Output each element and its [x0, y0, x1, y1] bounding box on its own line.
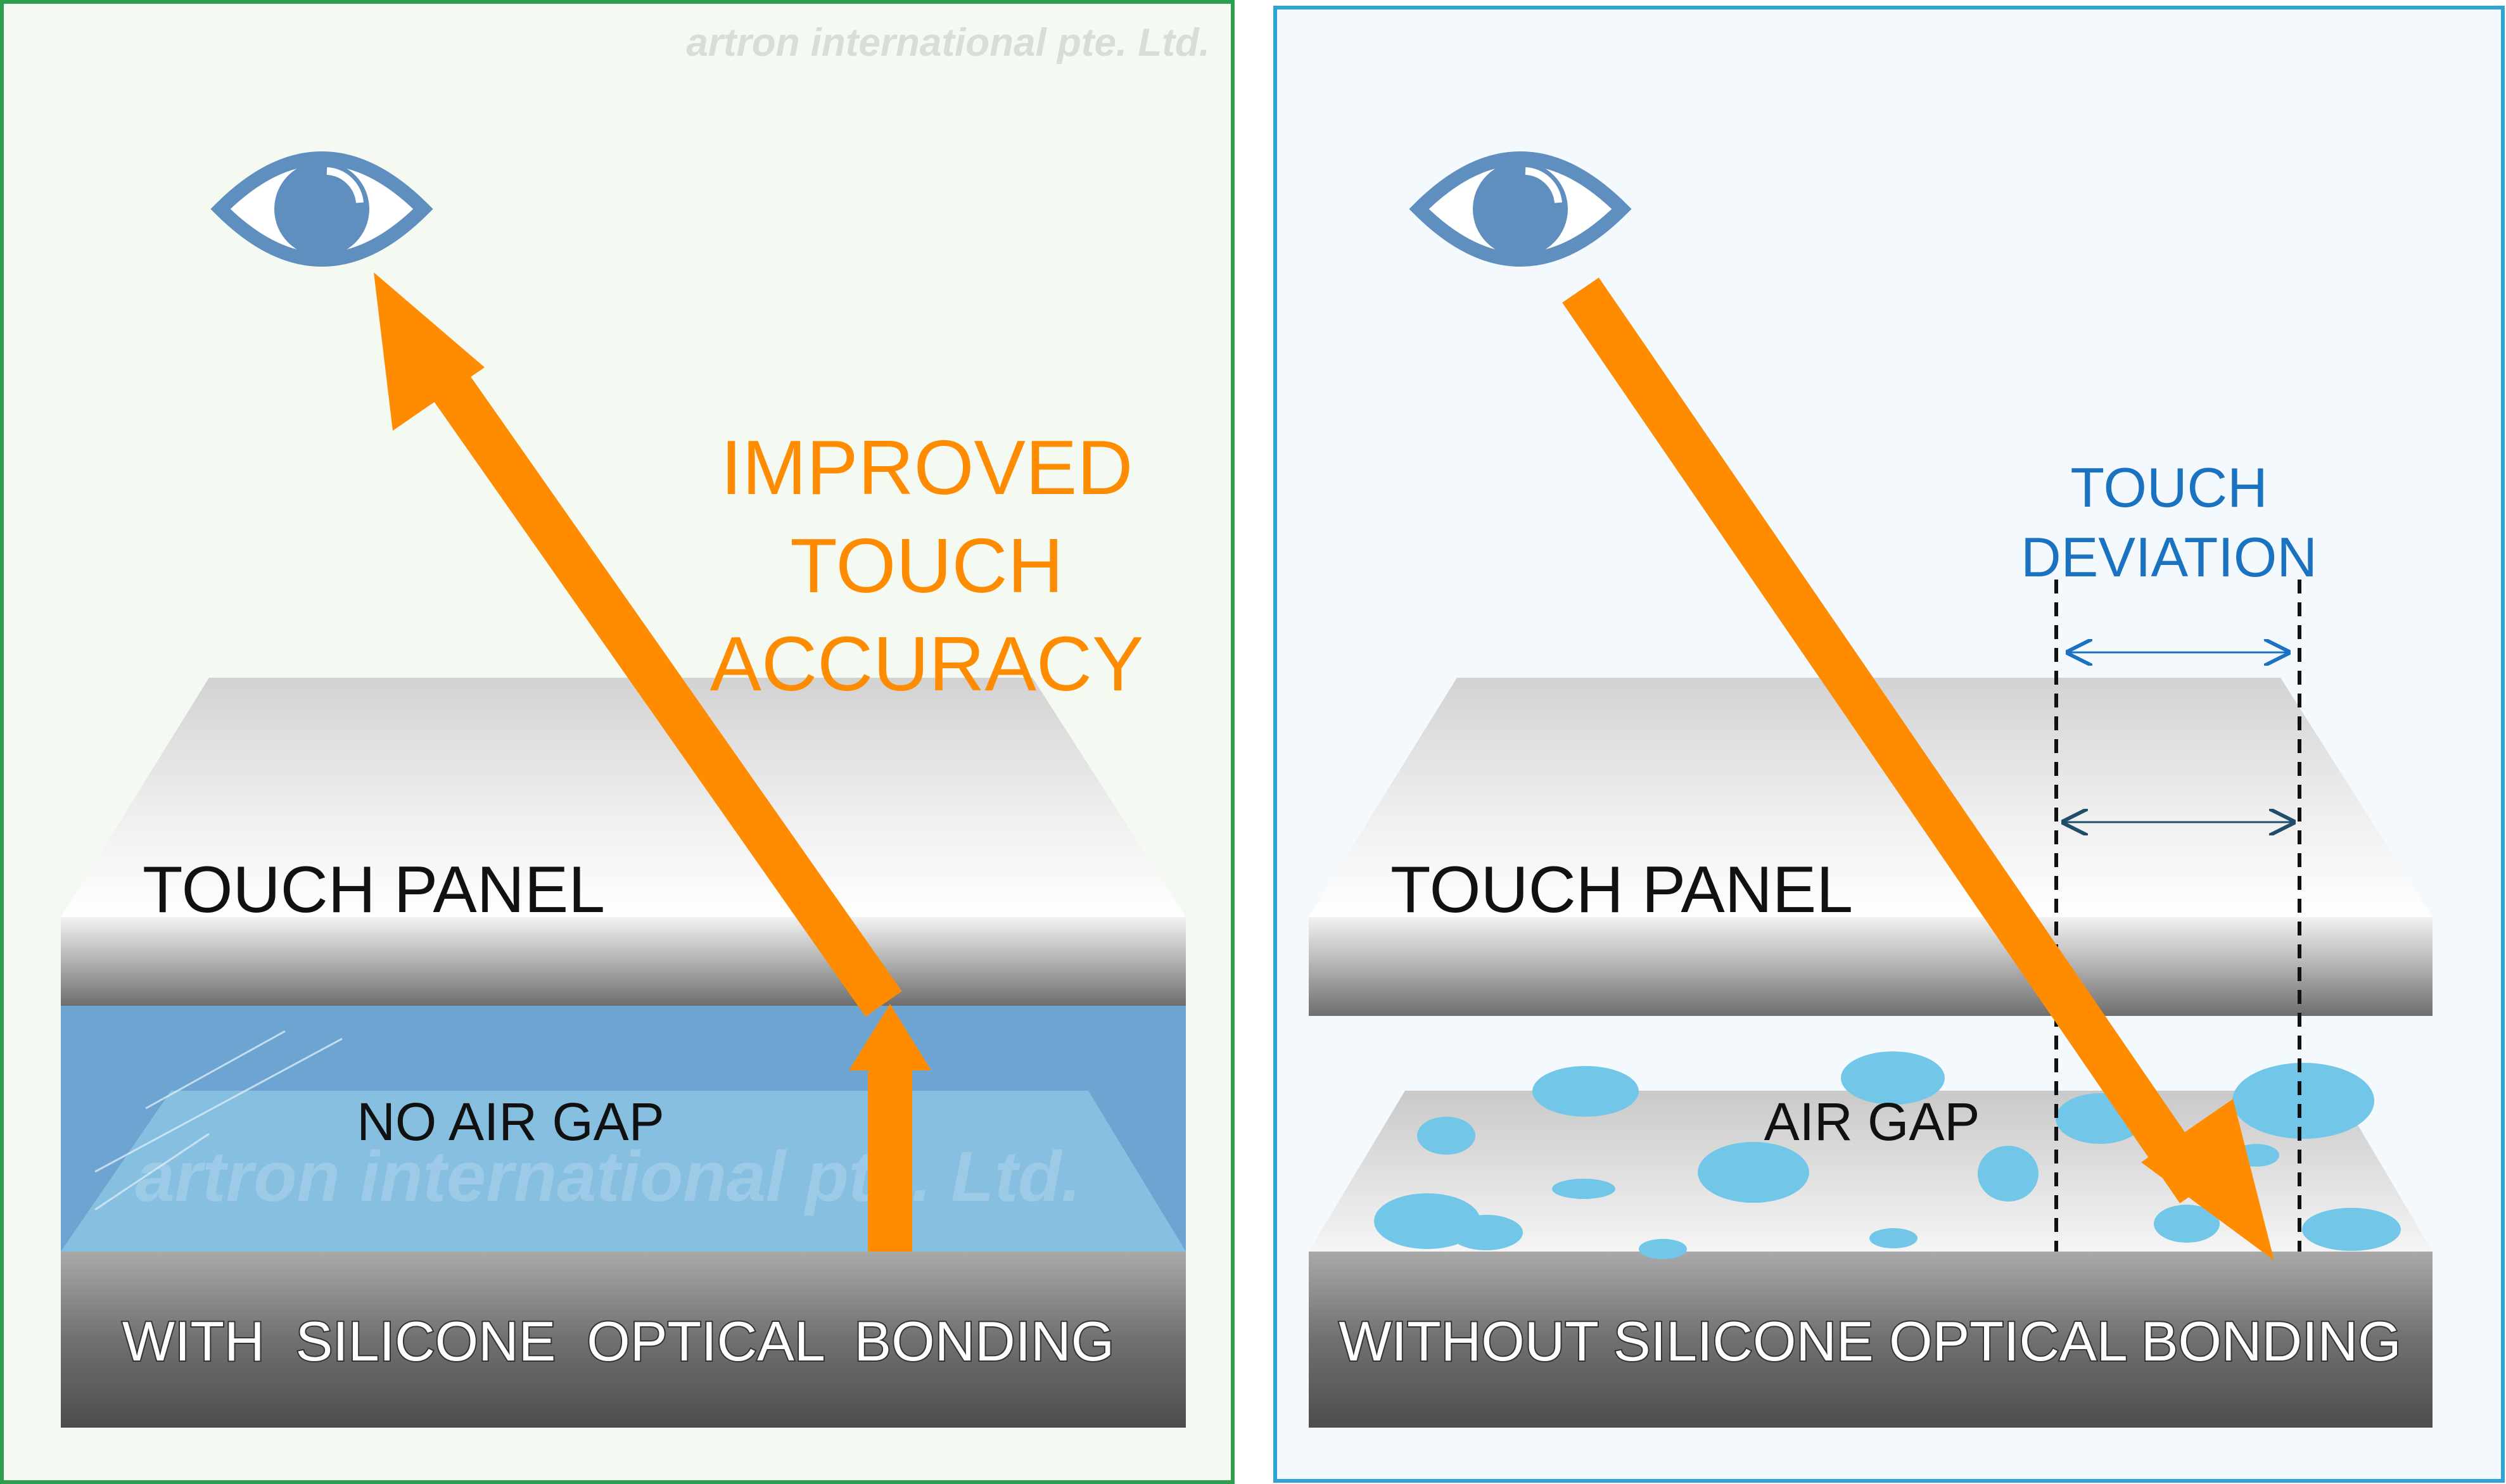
left-touch-panel-label: TOUCH PANEL [143, 853, 605, 927]
refracted-light-arrow [1562, 277, 2274, 1260]
headline-line-1: IMPROVED [721, 424, 1133, 511]
right-touch-panel-top [1309, 678, 2433, 917]
right-touch-panel-front [1309, 917, 2433, 1016]
reflected-light-arrow [374, 272, 902, 1017]
left-base-label: WITH SILICONE OPTICAL BONDING [122, 1310, 1114, 1373]
deviation-guides [2054, 580, 2301, 1252]
watermark-top: artron international pte. Ltd. [686, 21, 1210, 65]
left-touch-panel-front [61, 917, 1186, 1006]
eye-icon [1409, 151, 1632, 267]
headline: IMPROVED TOUCH ACCURACY [710, 424, 1144, 707]
left-touch-panel-top [61, 678, 1186, 917]
left-base-layer [61, 1252, 1186, 1428]
headline-line-3: ACCURACY [710, 621, 1144, 707]
headline-line-2: TOUCH [790, 523, 1064, 609]
no-air-gap-label: NO AIR GAP [357, 1092, 664, 1151]
upward-light-arrow [849, 1004, 931, 1252]
glass-reflection-lines [94, 1030, 343, 1211]
right-touch-panel-label: TOUCH PANEL [1390, 853, 1853, 927]
right-base-label: WITHOUT SILICONE OPTICAL BONDING [1339, 1310, 2401, 1373]
air-bubbles [1374, 1051, 2401, 1259]
touch-deviation-label: TOUCH DEVIATION [2021, 456, 2317, 588]
right-panel: TOUCH DEVIATION TOUCH PANEL AIR GAP WITH… [1273, 6, 2505, 1483]
left-panel: artron international pte. Ltd. artron in… [0, 0, 1235, 1484]
deviation-line-2: DEVIATION [2021, 526, 2317, 588]
watermark-center: artron international pte. Ltd. [135, 1137, 1081, 1216]
right-base-layer [1309, 1252, 2433, 1428]
eye-icon [210, 151, 433, 267]
deviation-line-1: TOUCH [2070, 456, 2267, 519]
air-gap-label: AIR GAP [1764, 1092, 1980, 1151]
